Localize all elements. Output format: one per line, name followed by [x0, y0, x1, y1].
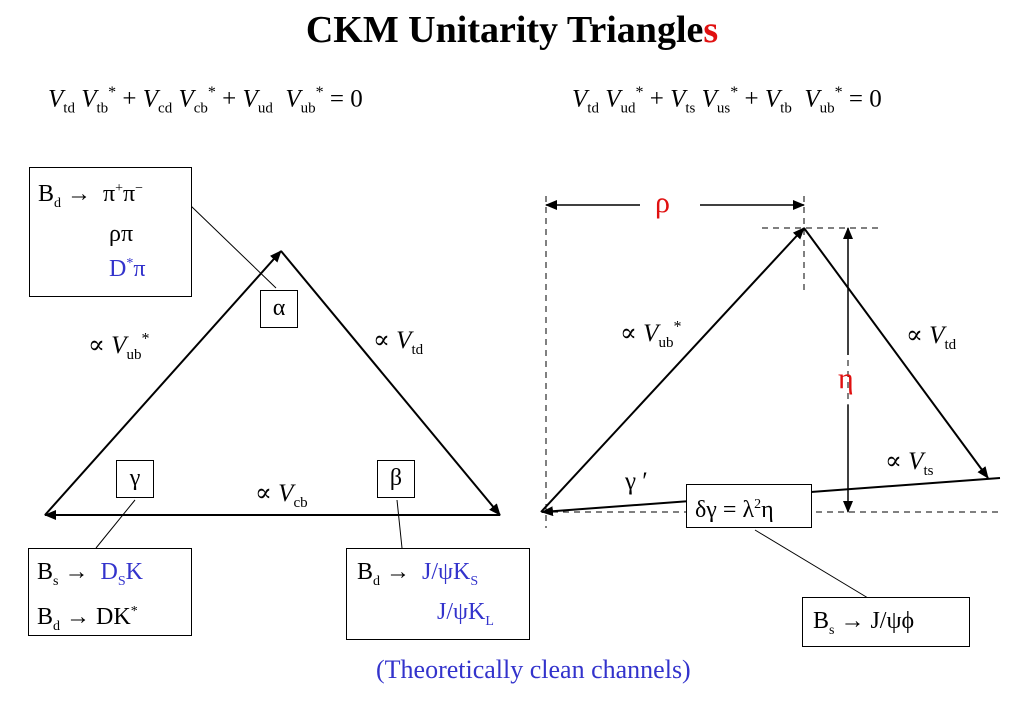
beta-line-1: Bd → J/ψKS: [357, 559, 479, 589]
gamma-line-2: Bd → DK*: [37, 603, 138, 634]
title-main: CKM Unitarity Triangle: [305, 9, 704, 51]
left-side-td: [280, 250, 501, 516]
left-side-ub: [44, 250, 282, 516]
gamma-channels-box: Bs → DSK Bd → DK*: [28, 548, 192, 636]
eta-label: η: [838, 362, 854, 395]
equation-left: Vtd Vtb* + Vcd Vcb* + Vud Vub* = 0: [48, 84, 363, 117]
rho-label: ρ: [655, 186, 670, 219]
alpha-line-2: ρπ: [109, 220, 134, 247]
alpha-channels-box: Bd → π+π− ρπ D*π: [29, 167, 192, 297]
right-label-ts: ∝ Vts: [885, 448, 934, 479]
beta-line-2: J/ψKL: [437, 598, 494, 629]
gamma-angle-box: γ: [116, 460, 154, 498]
left-label-ub: ∝ Vub*: [88, 330, 150, 363]
gamma-prime-label: γ ′: [625, 468, 648, 495]
left-triangle: [44, 205, 501, 549]
footnote: (Theoretically clean channels): [376, 655, 691, 684]
delta-gamma-box: δγ = λ2η: [686, 484, 812, 528]
left-label-td: ∝ Vtd: [373, 327, 424, 358]
right-triangle: [540, 196, 1003, 599]
beta-angle-box: β: [377, 460, 415, 498]
right-side-td: [803, 227, 989, 479]
page-title: CKM Unitarity Triangles: [0, 8, 1024, 52]
delta-callout-line: [754, 529, 869, 599]
bs-channel-box: Bs → J/ψϕ: [802, 597, 970, 647]
alpha-angle-box: α: [260, 290, 298, 328]
beta-callout-line: [396, 499, 403, 549]
gamma-line-1: Bs → DSK: [37, 559, 143, 589]
alpha-line-1: Bd → π+π−: [38, 181, 144, 211]
right-side-ub: [540, 227, 805, 513]
beta-channels-box: Bd → J/ψKS J/ψKL: [346, 548, 530, 640]
alpha-line-3: D*π: [109, 255, 146, 282]
alpha-callout-line: [190, 205, 277, 289]
title-suffix: s: [703, 9, 719, 51]
gamma-callout-line: [95, 499, 136, 549]
equation-right: Vtd Vud* + Vts Vus* + Vtb Vub* = 0: [572, 84, 882, 117]
right-label-td: ∝ Vtd: [906, 322, 957, 353]
left-label-cb: ∝ Vcb: [255, 480, 308, 511]
right-label-ub: ∝ Vub*: [620, 318, 682, 351]
